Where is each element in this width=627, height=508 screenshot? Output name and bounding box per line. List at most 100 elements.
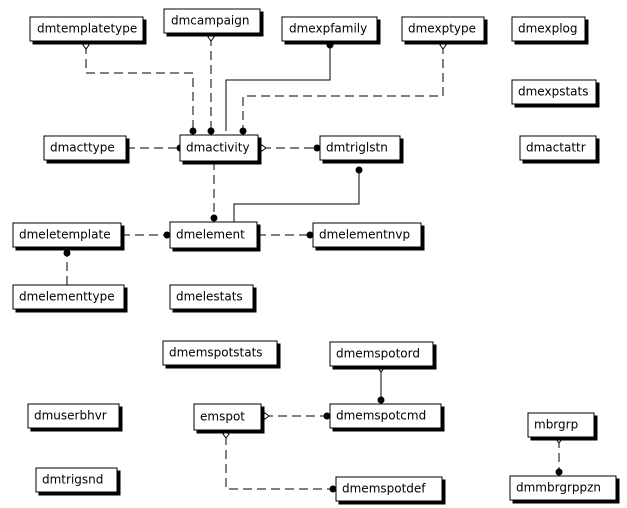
entity-label: dmemspotdef: [342, 482, 426, 496]
entity-label: dmeletemplate: [19, 228, 111, 242]
entity-box: [12, 222, 122, 248]
entity-label: dmuserbhvr: [34, 409, 107, 423]
entity-dmelementnvp[interactable]: dmelementnvp: [312, 222, 422, 248]
many-dot-marker: [329, 485, 337, 493]
entity-box: [519, 135, 597, 161]
entity-dmexpstats[interactable]: dmexpstats: [511, 79, 597, 105]
many-dot-marker: [313, 144, 321, 152]
entity-dmmbrgrppzn[interactable]: dmmbrgrppzn: [509, 475, 617, 501]
optional-diamond-marker: [257, 144, 267, 152]
entity-dmacttype[interactable]: dmacttype: [43, 135, 127, 161]
optional-diamond-marker: [207, 32, 215, 42]
entity-dmtrigsnd[interactable]: dmtrigsnd: [35, 467, 118, 493]
entity-label: dmelement: [176, 228, 245, 242]
entity-dmexpfamily[interactable]: dmexpfamily: [281, 16, 378, 42]
entity-box: [43, 135, 127, 161]
entity-box: [401, 16, 485, 42]
entity-dmemspotdef[interactable]: dmemspotdef: [335, 476, 443, 502]
entity-box: [193, 403, 262, 431]
many-dot-marker: [239, 127, 247, 135]
relationship-line: [225, 45, 331, 131]
many-dot-marker: [323, 412, 331, 420]
entity-label: dmelementtype: [19, 290, 115, 304]
entity-label: dmactivity: [186, 141, 250, 155]
entity-box: [163, 8, 261, 34]
relationship-line: [233, 170, 360, 222]
entity-box: [335, 476, 443, 502]
entity-dmexptype[interactable]: dmexptype: [401, 16, 485, 42]
entity-dmactattr[interactable]: dmactattr: [519, 135, 597, 161]
many-dot-marker: [63, 249, 71, 257]
entity-label: dmexpstats: [518, 85, 588, 99]
entity-box: [509, 475, 617, 501]
optional-diamond-marker: [439, 40, 447, 50]
entity-dmelement[interactable]: dmelement: [169, 221, 258, 249]
entity-box: [329, 341, 434, 367]
entity-dmuserbhvr[interactable]: dmuserbhvr: [27, 403, 120, 429]
entity-dmactivity[interactable]: dmactivity: [179, 134, 259, 162]
entity-box: [281, 16, 378, 42]
entity-label: dmtemplatetype: [37, 22, 137, 36]
entity-label: mbrgrp: [534, 418, 578, 432]
entity-label: dmelestats: [176, 290, 243, 304]
many-dot-marker: [163, 231, 171, 239]
entity-box: [27, 403, 120, 429]
many-dot-marker: [306, 231, 314, 239]
entity-label: dmtriglstn: [326, 141, 388, 155]
relationship-markers: [63, 32, 563, 493]
entity-label: dmtrigsnd: [42, 473, 103, 487]
entity-box: [162, 340, 278, 366]
entity-label: dmemspotcmd: [336, 409, 426, 423]
entity-box: [511, 79, 597, 105]
entity-dmeletemplate[interactable]: dmeletemplate: [12, 222, 122, 248]
entity-label: emspot: [200, 410, 245, 424]
entity-label: dmacttype: [50, 141, 115, 155]
entity-label: dmexpfamily: [289, 22, 367, 36]
entity-box: [527, 412, 595, 438]
entity-label: dmactattr: [526, 141, 586, 155]
entity-dmtemplatetype[interactable]: dmtemplatetype: [29, 16, 144, 42]
entity-dmelementtype[interactable]: dmelementtype: [12, 284, 125, 310]
entity-dmemspotstats[interactable]: dmemspotstats: [162, 340, 278, 366]
entity-box: [169, 221, 258, 249]
entity-dmemspotcmd[interactable]: dmemspotcmd: [329, 403, 442, 429]
entity-box: [319, 135, 401, 161]
entity-label: dmexplog: [518, 22, 578, 36]
many-dot-marker: [377, 396, 385, 404]
entity-box: [179, 134, 259, 162]
entity-dmexplog[interactable]: dmexplog: [511, 16, 586, 42]
entity-label: dmmbrgrppzn: [516, 481, 601, 495]
optional-diamond-marker: [82, 40, 90, 50]
entity-dmemspotord[interactable]: dmemspotord: [329, 341, 434, 367]
relationship-line: [225, 436, 333, 490]
many-dot-marker: [210, 214, 218, 222]
entity-boxes: dmtemplatetype dmcampaign dmexpfamily dm…: [12, 8, 617, 502]
relationship-lines: [66, 37, 560, 490]
entity-emspot[interactable]: emspot: [193, 403, 262, 431]
entity-box: [329, 403, 442, 429]
entity-box: [35, 467, 118, 493]
entity-box: [12, 284, 125, 310]
entity-box: [169, 284, 254, 310]
entity-dmelestats[interactable]: dmelestats: [169, 284, 254, 310]
entity-label: dmcampaign: [171, 14, 249, 28]
entity-dmcampaign[interactable]: dmcampaign: [163, 8, 261, 34]
entity-box: [511, 16, 586, 42]
entity-label: dmelementnvp: [319, 228, 410, 242]
entity-label: dmemspotstats: [169, 346, 263, 360]
optional-diamond-marker: [222, 429, 230, 439]
many-dot-marker: [189, 127, 197, 135]
entity-box: [312, 222, 422, 248]
entity-mbrgrp[interactable]: mbrgrp: [527, 412, 595, 438]
relationship-line: [242, 45, 444, 131]
optional-diamond-marker: [260, 412, 270, 420]
many-dot-marker: [326, 41, 334, 49]
relationship-line: [85, 45, 194, 131]
many-dot-marker: [207, 127, 215, 135]
entity-label: dmemspotord: [336, 347, 420, 361]
many-dot-marker: [355, 166, 363, 174]
entity-box: [29, 16, 144, 42]
entity-dmtriglstn[interactable]: dmtriglstn: [319, 135, 401, 161]
entity-label: dmexptype: [408, 22, 476, 36]
